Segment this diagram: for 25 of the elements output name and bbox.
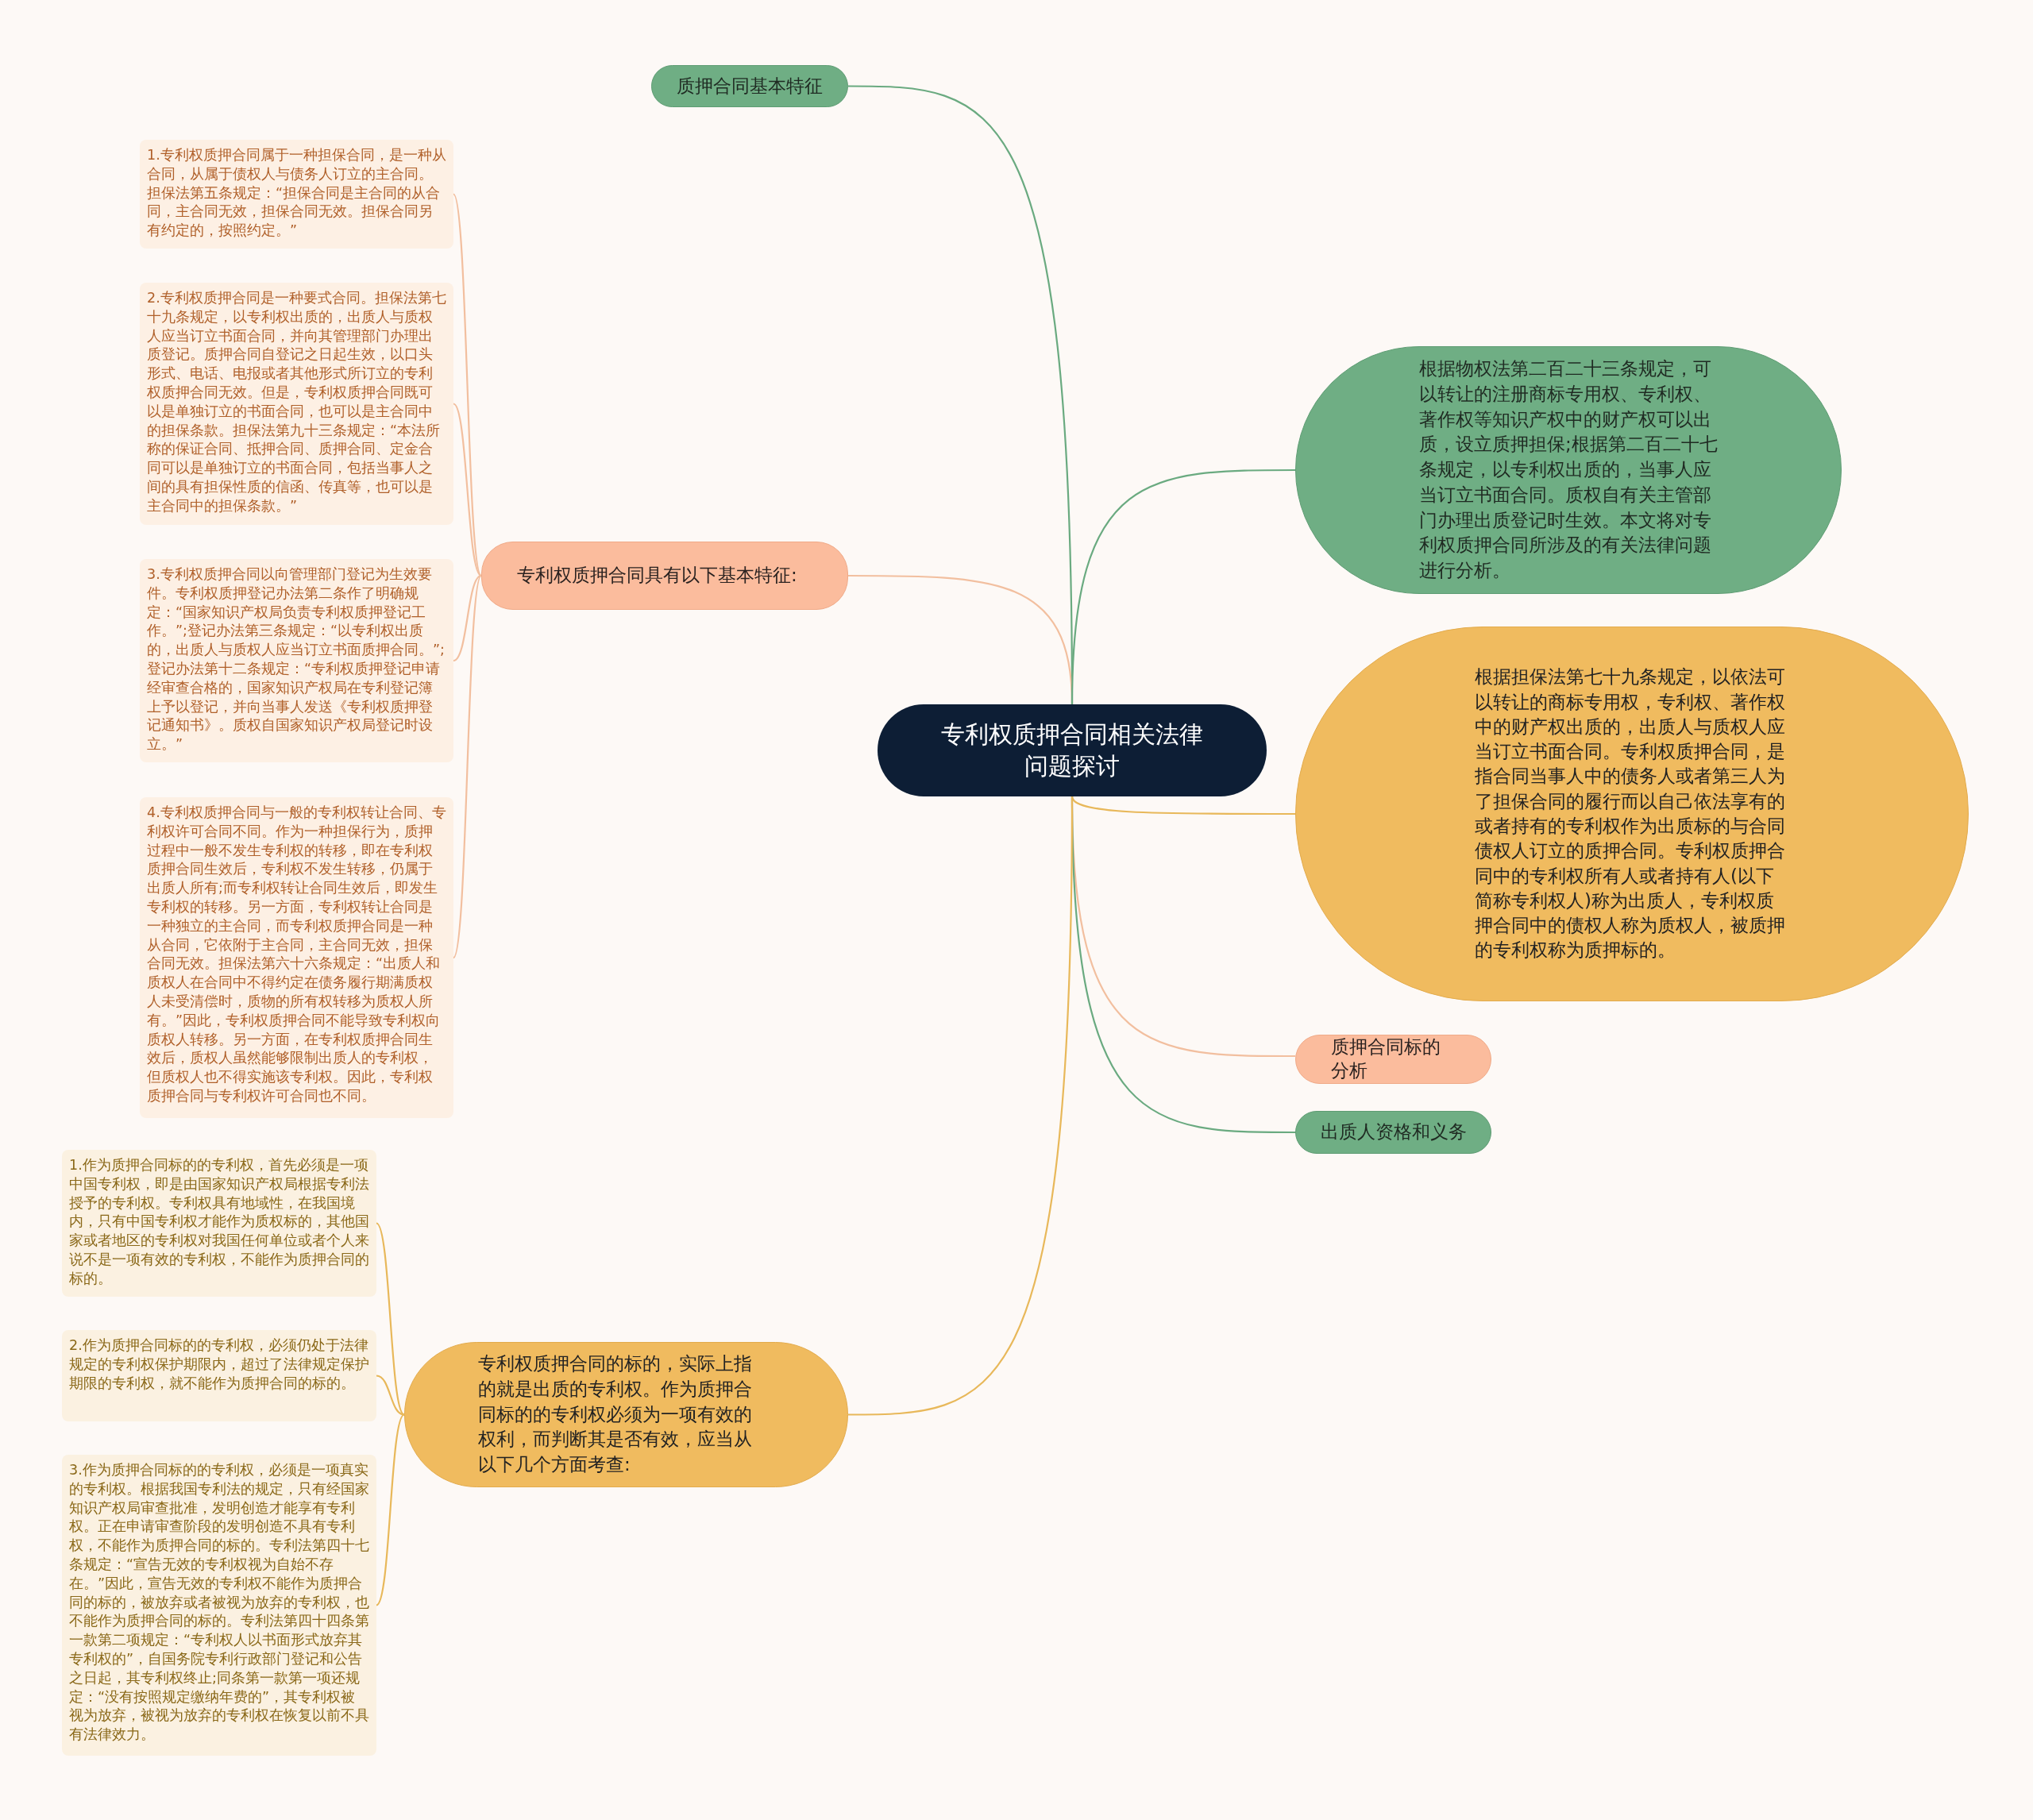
connector-line — [453, 575, 482, 958]
connector-line — [376, 1222, 405, 1416]
topic-pill: 专利权质押合同具有以下基本特征: — [481, 542, 848, 610]
topic-pill: 质押合同标的分析 — [1295, 1035, 1491, 1084]
topic-bubble: 专利权质押合同的标的，实际上指的就是出质的专利权。作为质押合同标的的专利权必须为一项有效的权利，而判断其是否有效，应当从以下几个方面考查: — [404, 1342, 848, 1487]
connector-line — [453, 575, 482, 661]
note-card: 1.作为质押合同标的的专利权，首先必须是一项中国专利权，即是由国家知识产权局根据专利法授予的专利权。专利权具有地域性，在我国境内，只有中国专利权才能作为质权标的，其他国家或者地区的专利权对我国任何单位或者个人来说不是一项有效的专利权，不能作为质押合同的标的。 — [62, 1150, 376, 1297]
central-topic: 专利权质押合同相关法律问题探讨 — [878, 704, 1267, 796]
note-card: 2.作为质押合同标的的专利权，必须仍处于法律规定的专利权保护期限内，超过了法律规定保护期限的专利权，就不能作为质押合同的标的。 — [62, 1330, 376, 1421]
note-card: 3.专利权质押合同以向管理部门登记为生效要件。专利权质押登记办法第二条作了明确规定：“国家知识产权局负责专利权质押登记工作。”;登记办法第三条规定：“以专利权出质的，出质人与质权人应当订立书面质押合同。”;登记办法第十二条规定：“专利权质押登记申请经审查合格的，国家知识产权局在专利登记簿上予以登记，并向当事人发送《专利权质押登记通知书》。质权自国家知识产权局登记时设立。” — [140, 559, 453, 762]
connector-line — [453, 403, 482, 576]
note-card: 3.作为质押合同标的的专利权，必须是一项真实的专利权。根据我国专利法的规定，只有经国家知识产权局审查批准，发明创造才能享有专利权。正在申请审查阶段的发明创造不具有专利权，不能作为质押合同的标的。专利法第四十七条规定：“宣告无效的专利权视为自始不存在。”因此，宣告无效的专利权不能作为质押合同的标的，被放弃或者被视为放弃的专利权，也不能作为质押合同的标的。专利法第四十四条第一款第二项规定：“专利权人以书面形式放弃其专利权的”，自国务院专利行政部门登记和公告之日起，其专利权终止;同条第一款第一项还规定：“没有按照规定缴纳年费的”，其专利权被视为放弃，被视为放弃的专利权在恢复以前不具有法律效力。 — [62, 1455, 376, 1756]
connector-line — [848, 796, 1074, 1416]
connector-line — [376, 1375, 405, 1416]
topic-pill: 出质人资格和义务 — [1295, 1111, 1491, 1154]
connector-line — [1071, 468, 1295, 705]
note-card: 4.专利权质押合同与一般的专利权转让合同、专利权许可合同不同。作为一种担保行为，质押过程中一般不发生专利权的转移，即在专利权质押合同生效后，专利权不发生转移，仍属于出质人所有;而专利权转让合同生效后，即发生专利权的转移。另一方面，专利权转让合同是一种独立的主合同，而专利权质押合同是一种从合同，它依附于主合同，主合同无效，担保合同无效。担保法第六十六条规定：“出质人和质权人在合同中不得约定在债务履行期满质权人未受清偿时，质物的所有权转移为质权人所有。”因此，专利权质押合同不能导致专利权向质权人转移。另一方面，在专利权质押合同生效后，质权人虽然能够限制出质人的专利权，但质权人也不得实施该专利权。因此，专利权质押合同与专利权许可合同也不同。 — [140, 797, 453, 1118]
topic-bubble: 根据物权法第二百二十三条规定，可以转让的注册商标专用权、专利权、著作权等知识产权中的财产权可以出质，设立质押担保;根据第二百二十七条规定，以专利权出质的，当事人应当订立书面合同。质权自有关主管部门办理出质登记时生效。本文将对专利权质押合同所涉及的有关法律问题进行分析。 — [1295, 346, 1842, 594]
topic-bubble: 根据担保法第七十九条规定，以依法可以转让的商标专用权，专利权、著作权中的财产权出质的，出质人与质权人应当订立书面合同。专利权质押合同，是指合同当事人中的债务人或者第三人为了担保合同的履行而以自己依法享有的或者持有的专利权作为出质标的与合同债权人订立的质押合同。专利权质押合同中的专利权所有人或者持有人(以下简称专利权人)称为出质人，专利权质押合同中的债权人称为质权人，被质押的专利权称为质押标的。 — [1295, 627, 1969, 1001]
note-card: 2.专利权质押合同是一种要式合同。担保法第七十九条规定，以专利权出质的，出质人与质权人应当订立书面合同，并向其管理部门办理出质登记。质押合同自登记之日起生效，以口头形式、电话、电报或者其他形式所订立的专利权质押合同无效。但是，专利权质押合同既可以是单独订立的书面合同，也可以是主合同中的担保条款。担保法第九十三条规定：“本法所称的保证合同、抵押合同、质押合同、定金合同可以是单独订立的书面合同，包括当事人之间的具有担保性质的信函、传真等，也可以是主合同中的担保条款。” — [140, 283, 453, 525]
topic-pill: 质押合同基本特征 — [651, 65, 848, 107]
connector-line — [1071, 796, 1295, 816]
connector-line — [376, 1413, 405, 1606]
connector-line — [453, 194, 482, 576]
note-card: 1.专利权质押合同属于一种担保合同，是一种从合同，从属于债权人与债务人订立的主合同。担保法第五条规定：“担保合同是主合同的从合同，主合同无效，担保合同无效。担保合同另有约定的，按照约定。” — [140, 140, 453, 249]
